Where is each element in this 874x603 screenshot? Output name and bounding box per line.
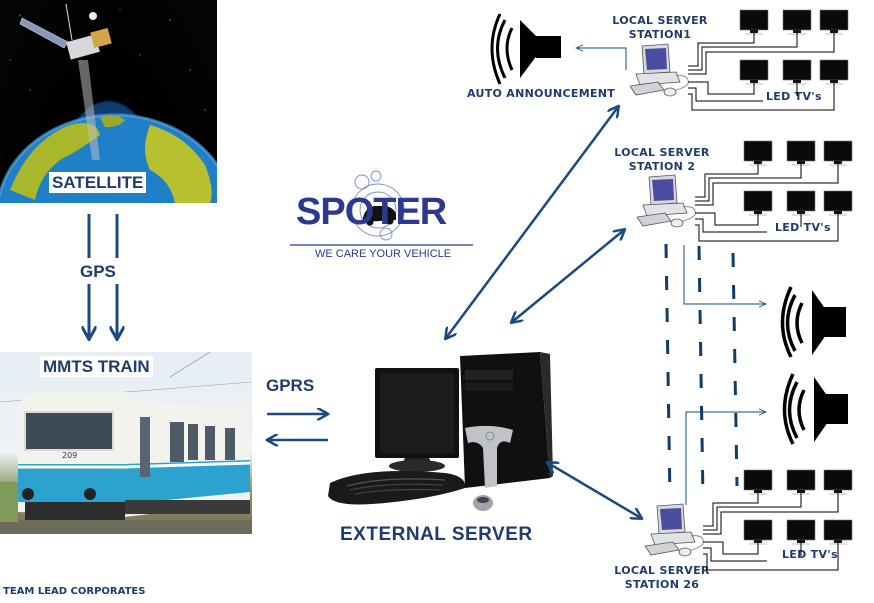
led-tv-icon	[743, 519, 773, 545]
led-tv-icon	[823, 469, 853, 495]
train-number-plate: 209	[62, 451, 77, 460]
logo-brand-text: SPOTER	[296, 191, 447, 233]
led-tv-icon	[819, 9, 849, 35]
satellite-earth-illustration	[0, 3, 217, 203]
tv-wiring	[695, 164, 839, 242]
station-26-cluster	[644, 466, 874, 576]
gps-label: GPS	[80, 262, 116, 281]
speaker-icon	[778, 372, 848, 447]
station-2-label: LOCAL SERVER STATION 2	[614, 146, 710, 174]
speaker-icon	[778, 285, 848, 360]
tv-wiring	[703, 493, 839, 571]
led-tv-icon	[743, 190, 773, 216]
local-server-pc-icon	[644, 503, 704, 557]
train-illustration: 209	[0, 352, 252, 534]
led-tv-icon	[739, 9, 769, 35]
dashed-route-line	[697, 245, 705, 501]
station-26-label: LOCAL SERVER STATION 26	[614, 564, 710, 592]
station-cluster-graphic	[644, 469, 853, 571]
train-label: MMTS TRAIN	[40, 356, 153, 377]
tv-wiring	[688, 33, 835, 111]
spoter-logo: SPOTER WE CARE YOUR VEHICLE	[290, 168, 480, 268]
link-server-station-1	[446, 107, 618, 338]
led-tv-icon	[823, 519, 853, 545]
station-1-led-tv-label: LED TV's	[766, 90, 822, 103]
station-26-name: STATION 26	[624, 578, 700, 591]
local-server-pc-icon	[629, 43, 689, 97]
train-image: 209 MMTS TRAIN	[0, 352, 252, 534]
led-tv-icon	[743, 140, 773, 166]
led-tv-icon	[786, 519, 816, 545]
desktop-computer-icon	[328, 352, 553, 511]
station-1-announcement-link	[576, 48, 627, 70]
link-server-station-26	[548, 463, 641, 518]
station-2-name: STATION 2	[628, 160, 696, 173]
auto-announcement-label: AUTO ANNOUNCEMENT	[467, 87, 616, 100]
satellite-label: SATELLITE	[49, 172, 147, 193]
led-tv-icon	[823, 190, 853, 216]
link-server-station-2	[512, 230, 624, 322]
external-server-label: EXTERNAL SERVER	[340, 524, 533, 545]
dashed-route-line	[731, 252, 739, 487]
station-1-title: LOCAL SERVER	[612, 14, 708, 27]
station-26-speaker-link	[685, 412, 766, 505]
speaker-icon	[490, 10, 562, 85]
local-server-pc-icon	[636, 174, 696, 228]
station-2-speaker-link	[683, 245, 766, 304]
station-cluster-graphic	[629, 9, 849, 111]
external-server-computer	[325, 348, 555, 518]
station-26-title: LOCAL SERVER	[614, 564, 710, 577]
station-2-cluster	[636, 137, 874, 247]
satellite-image: SATELLITE	[0, 0, 217, 203]
station-cluster-graphic	[636, 140, 853, 242]
led-tv-icon	[786, 469, 816, 495]
dashed-route-line	[664, 243, 672, 501]
logo-tagline: WE CARE YOUR VEHICLE	[315, 248, 452, 260]
station-1-name: STATION1	[628, 28, 692, 41]
station-1-cluster	[629, 6, 870, 116]
station-1-label: LOCAL SERVER STATION1	[612, 14, 708, 42]
footer-company: TEAM LEAD CORPORATES	[3, 586, 146, 597]
station-26-led-tv-label: LED TV's	[782, 548, 838, 561]
gprs-label: GPRS	[266, 376, 315, 395]
station-2-title: LOCAL SERVER	[614, 146, 710, 159]
station-2-led-tv-label: LED TV's	[775, 221, 831, 234]
logo-rings-icon	[290, 170, 473, 246]
led-tv-icon	[743, 469, 773, 495]
